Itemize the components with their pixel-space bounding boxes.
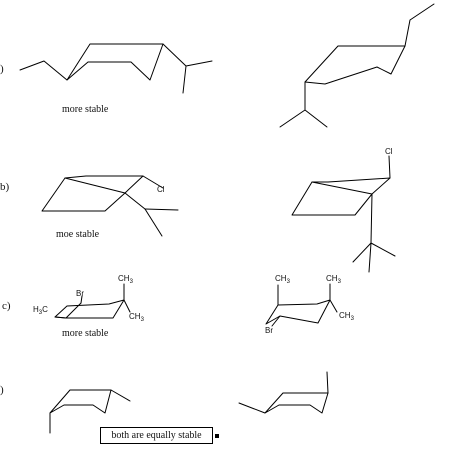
answer-text-box[interactable]: both are equally stable [100,427,213,444]
option-c-left-h3c: H3C [33,305,48,316]
option-a-right-chair [279,3,435,128]
option-c-left-ch3-top: CH3 [118,274,134,285]
option-c-left-ch3-right: CH3 [129,312,145,323]
option-c-right-ch3-right: CH3 [339,311,355,322]
option-a-label: ) [0,63,4,75]
option-c-label: c) [2,300,11,312]
option-c-right-br: Br [265,326,273,335]
option-b-label: b) [0,181,10,193]
option-a-note: more stable [62,104,109,115]
option-d-left-chair [49,389,131,434]
option-b-right-chair [291,155,396,273]
option-b-right-cl: Cl [385,147,393,156]
answer-box-resize-handle[interactable] [215,434,219,438]
option-d-right-chair [238,371,329,414]
option-c-note: more stable [62,328,109,339]
option-c-left-chair [54,283,131,319]
option-b-left-chair [41,175,179,237]
option-c-right-ch3-top: CH3 [326,274,342,285]
option-d-label: ) [0,384,4,396]
option-c-left-br: Br [76,289,84,298]
option-c-right-ch3-left: CH3 [275,274,291,285]
option-b-left-cl: Cl [157,185,165,194]
option-c-right-chair [265,283,338,327]
option-b-note: moe stable [56,229,100,240]
option-a-left-chair [19,43,213,94]
